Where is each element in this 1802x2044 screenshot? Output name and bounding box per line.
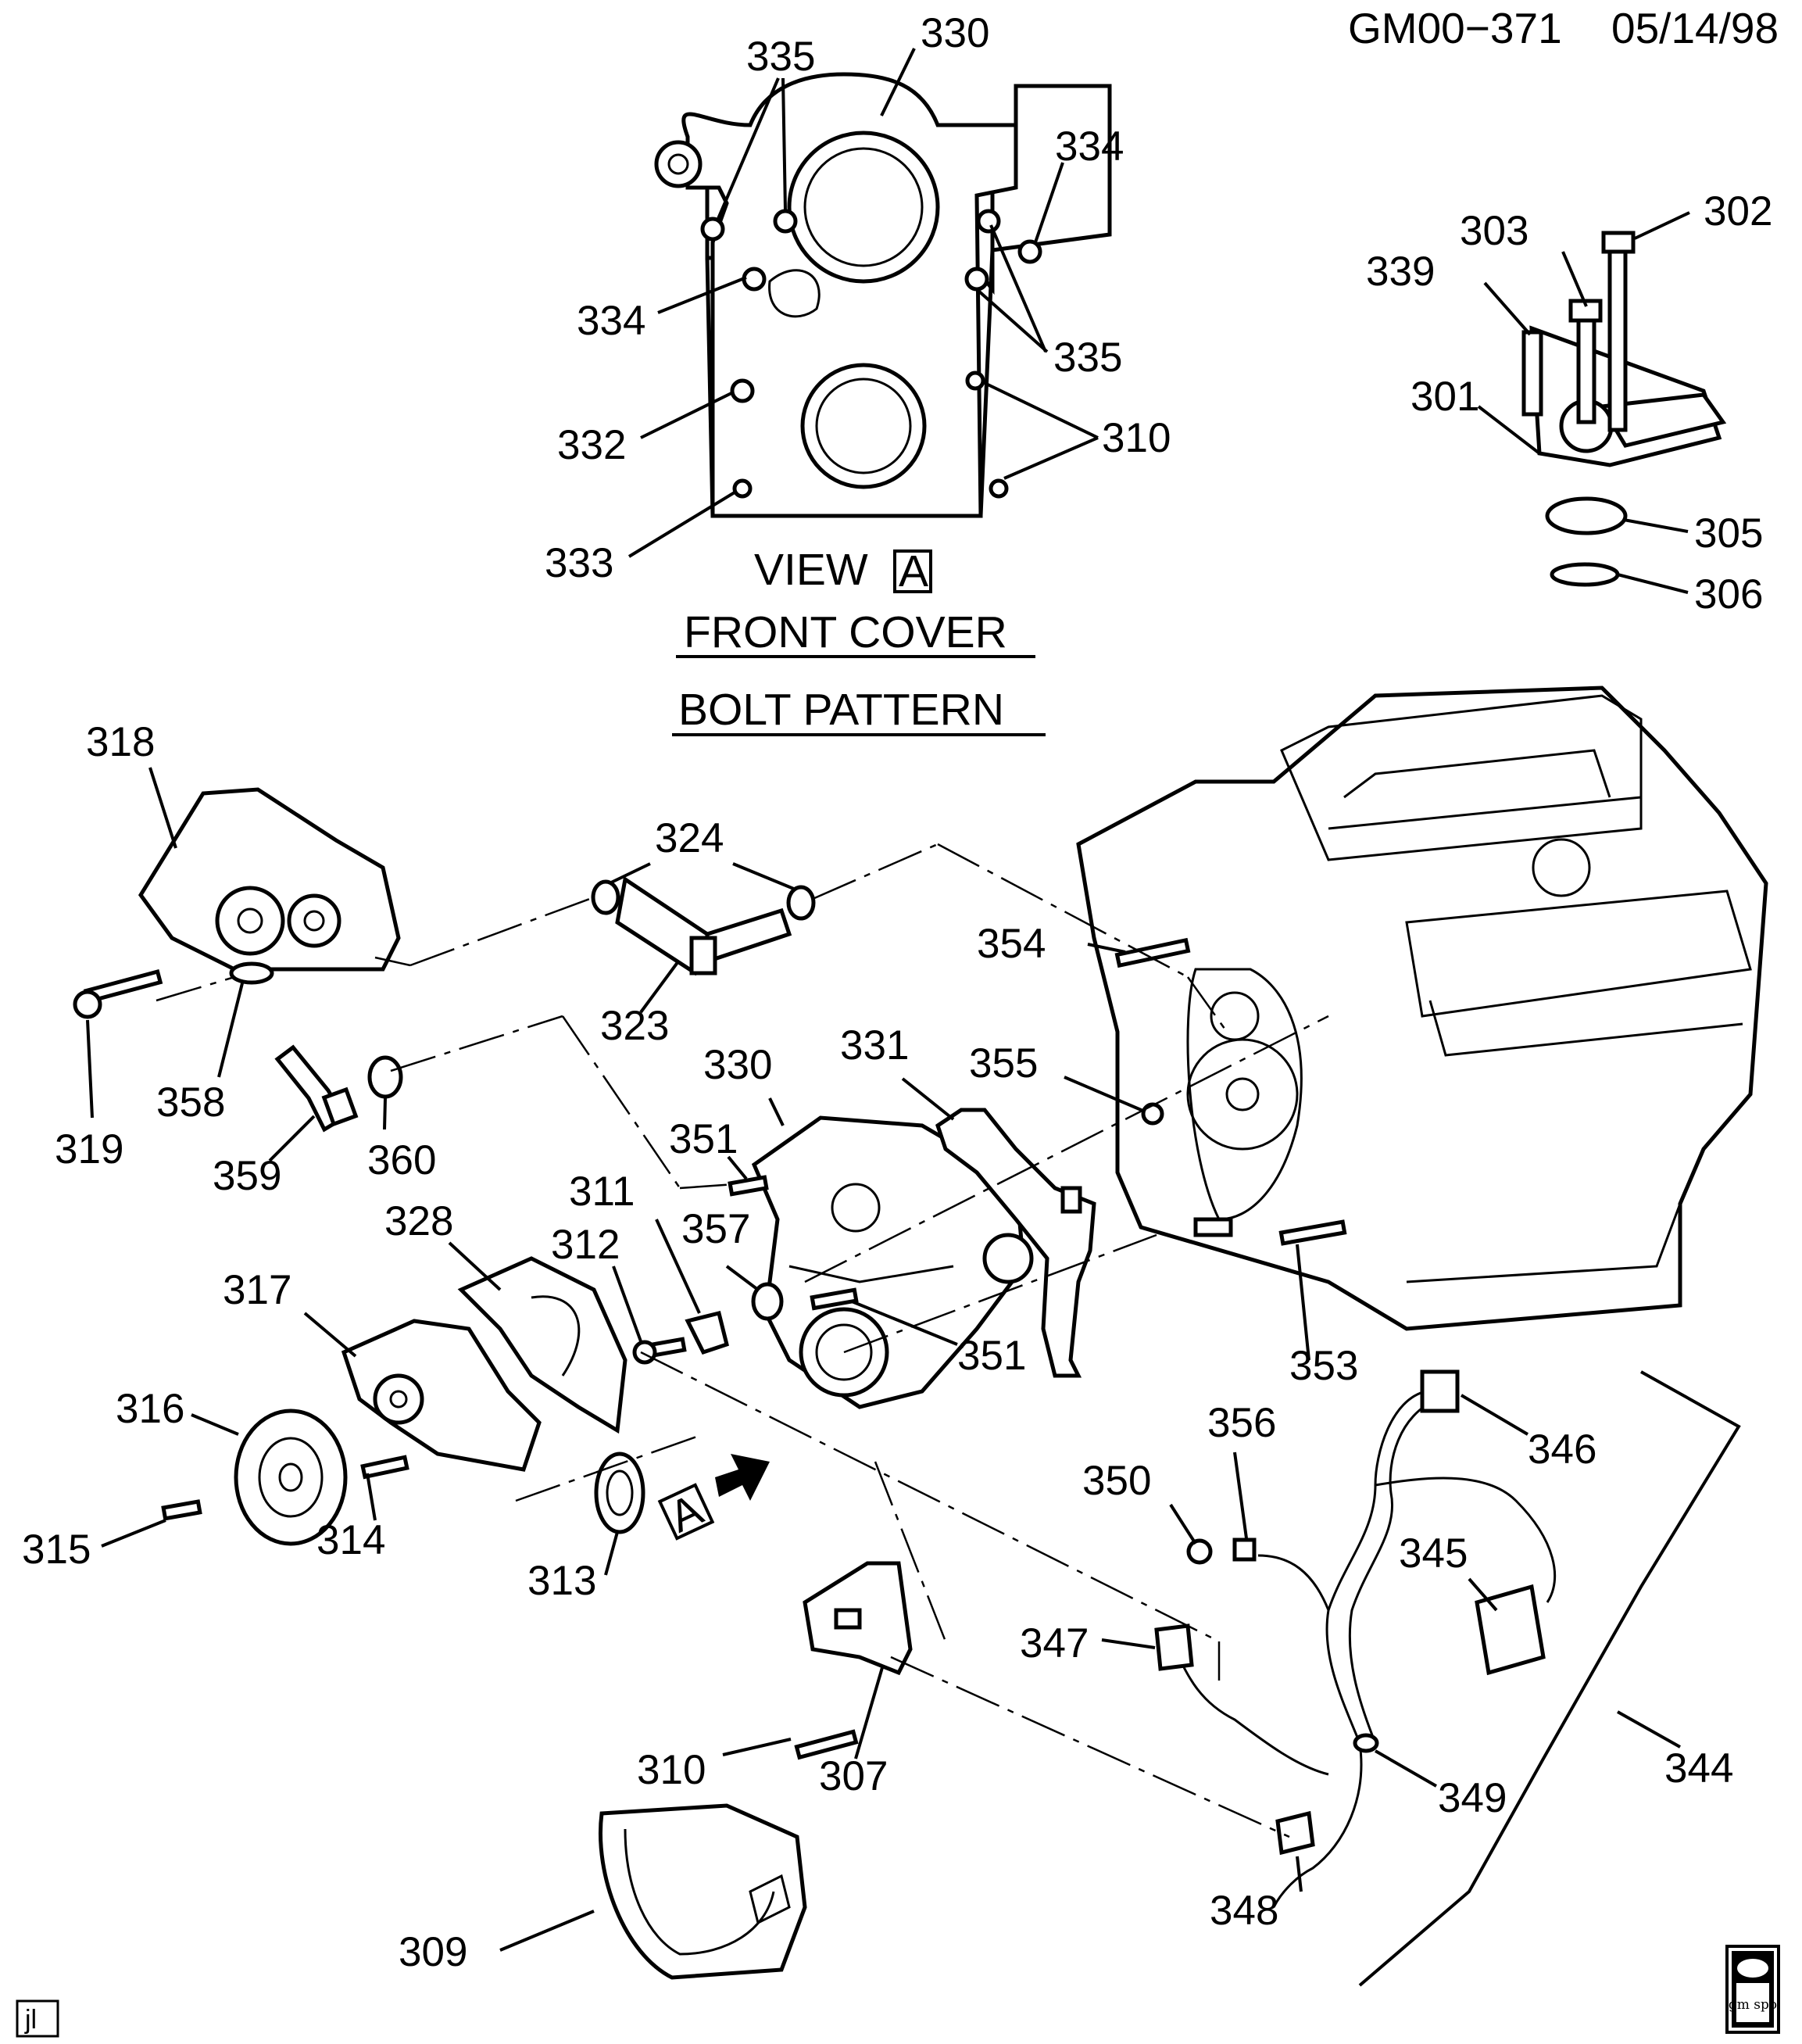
front-cover-330: 330 331 xyxy=(703,1022,1096,1409)
callout-346: 346 xyxy=(1528,1427,1596,1473)
callout-344: 344 xyxy=(1664,1745,1733,1792)
callout-335-right: 335 xyxy=(1053,335,1122,381)
callout-339: 339 xyxy=(1366,249,1435,295)
front-cover-view-a: 330 335 334 334 335 332 310 333 VIEW A F… xyxy=(545,10,1171,736)
callout-324: 324 xyxy=(655,815,724,861)
callout-310-top: 310 xyxy=(1102,415,1171,461)
callout-306: 306 xyxy=(1694,571,1763,617)
corner-tag-label: jl xyxy=(24,2005,37,2035)
callout-348: 348 xyxy=(1210,1888,1278,1934)
wiring-harness-group: 346 356 350 345 347 344 349 348 xyxy=(1020,1369,1741,1987)
callout-351-top: 351 xyxy=(669,1116,738,1162)
water-pump-group: 328 317 xyxy=(223,1198,627,1472)
callout-335-top: 335 xyxy=(746,34,815,80)
callout-318: 318 xyxy=(86,719,155,765)
callout-309: 309 xyxy=(399,1929,467,1975)
callout-347: 347 xyxy=(1020,1620,1089,1666)
callout-345: 345 xyxy=(1399,1530,1468,1577)
diagram-code: GM00−371 xyxy=(1348,4,1562,52)
callout-311: 311 xyxy=(569,1169,635,1215)
engine-block: 354 355 353 xyxy=(969,686,1768,1389)
callout-315: 315 xyxy=(22,1527,91,1573)
callout-317: 317 xyxy=(223,1267,291,1313)
callout-356: 356 xyxy=(1207,1400,1276,1446)
callout-301: 301 xyxy=(1410,374,1479,420)
view-marker-box xyxy=(893,549,932,593)
cover-fasteners-group: 351 311 312 357 351 xyxy=(551,1116,1026,1379)
callout-359: 359 xyxy=(213,1153,281,1199)
callout-354: 354 xyxy=(977,921,1046,967)
callout-349: 349 xyxy=(1438,1775,1507,1821)
callout-331: 331 xyxy=(840,1022,909,1069)
thermostat-group: 302 303 339 301 305 306 xyxy=(1366,188,1772,617)
callout-303: 303 xyxy=(1460,208,1528,254)
assembly-centerlines xyxy=(156,843,1329,1838)
callout-333: 333 xyxy=(545,540,613,586)
view-title-line2: BOLT PATTERN xyxy=(678,685,1004,735)
pulley-seal-group: 316 315 314 313 xyxy=(22,1386,645,1604)
callout-334-left: 334 xyxy=(577,298,645,344)
corner-tag: jl xyxy=(16,1999,59,2038)
callout-323: 323 xyxy=(600,1003,669,1049)
callout-307: 307 xyxy=(819,1753,888,1799)
callout-313: 313 xyxy=(527,1558,596,1604)
hose-fittings-group: 319 358 359 360 xyxy=(55,961,436,1199)
header: GM00−371 05/14/98 xyxy=(1348,4,1779,52)
gm-spo-logo: gm spo xyxy=(1725,1945,1780,2034)
view-a-arrow: A xyxy=(657,1454,770,1542)
callout-355: 355 xyxy=(969,1040,1038,1086)
callout-328: 328 xyxy=(384,1198,453,1244)
bypass-pipe-323: 324 323 xyxy=(591,815,816,1049)
callout-358: 358 xyxy=(156,1079,225,1126)
view-marker: A xyxy=(899,546,928,596)
callout-316: 316 xyxy=(116,1386,184,1432)
sensor-bracket-group: 310 307 309 xyxy=(399,1561,913,1980)
callout-330-top: 330 xyxy=(921,10,989,56)
callout-302: 302 xyxy=(1704,188,1772,234)
tensioner-bracket-318: 318 xyxy=(86,719,401,972)
logo-text: gm spo xyxy=(1729,1997,1777,2013)
view-title-line1: FRONT COVER xyxy=(684,607,1007,657)
callout-353: 353 xyxy=(1289,1343,1358,1389)
callout-350: 350 xyxy=(1082,1458,1151,1504)
callout-319: 319 xyxy=(55,1126,123,1172)
callout-330-mid: 330 xyxy=(703,1042,772,1088)
callout-310-bottom: 310 xyxy=(637,1747,706,1793)
callout-314: 314 xyxy=(316,1517,385,1563)
diagram-date: 05/14/98 xyxy=(1611,4,1779,52)
callout-360: 360 xyxy=(367,1137,436,1183)
callout-357: 357 xyxy=(681,1206,750,1252)
callout-312: 312 xyxy=(551,1222,620,1268)
callout-332: 332 xyxy=(557,422,626,468)
callout-351-bottom: 351 xyxy=(957,1333,1026,1379)
callout-334-right: 334 xyxy=(1055,123,1124,170)
callout-305: 305 xyxy=(1694,510,1763,557)
view-label: VIEW xyxy=(754,545,868,595)
